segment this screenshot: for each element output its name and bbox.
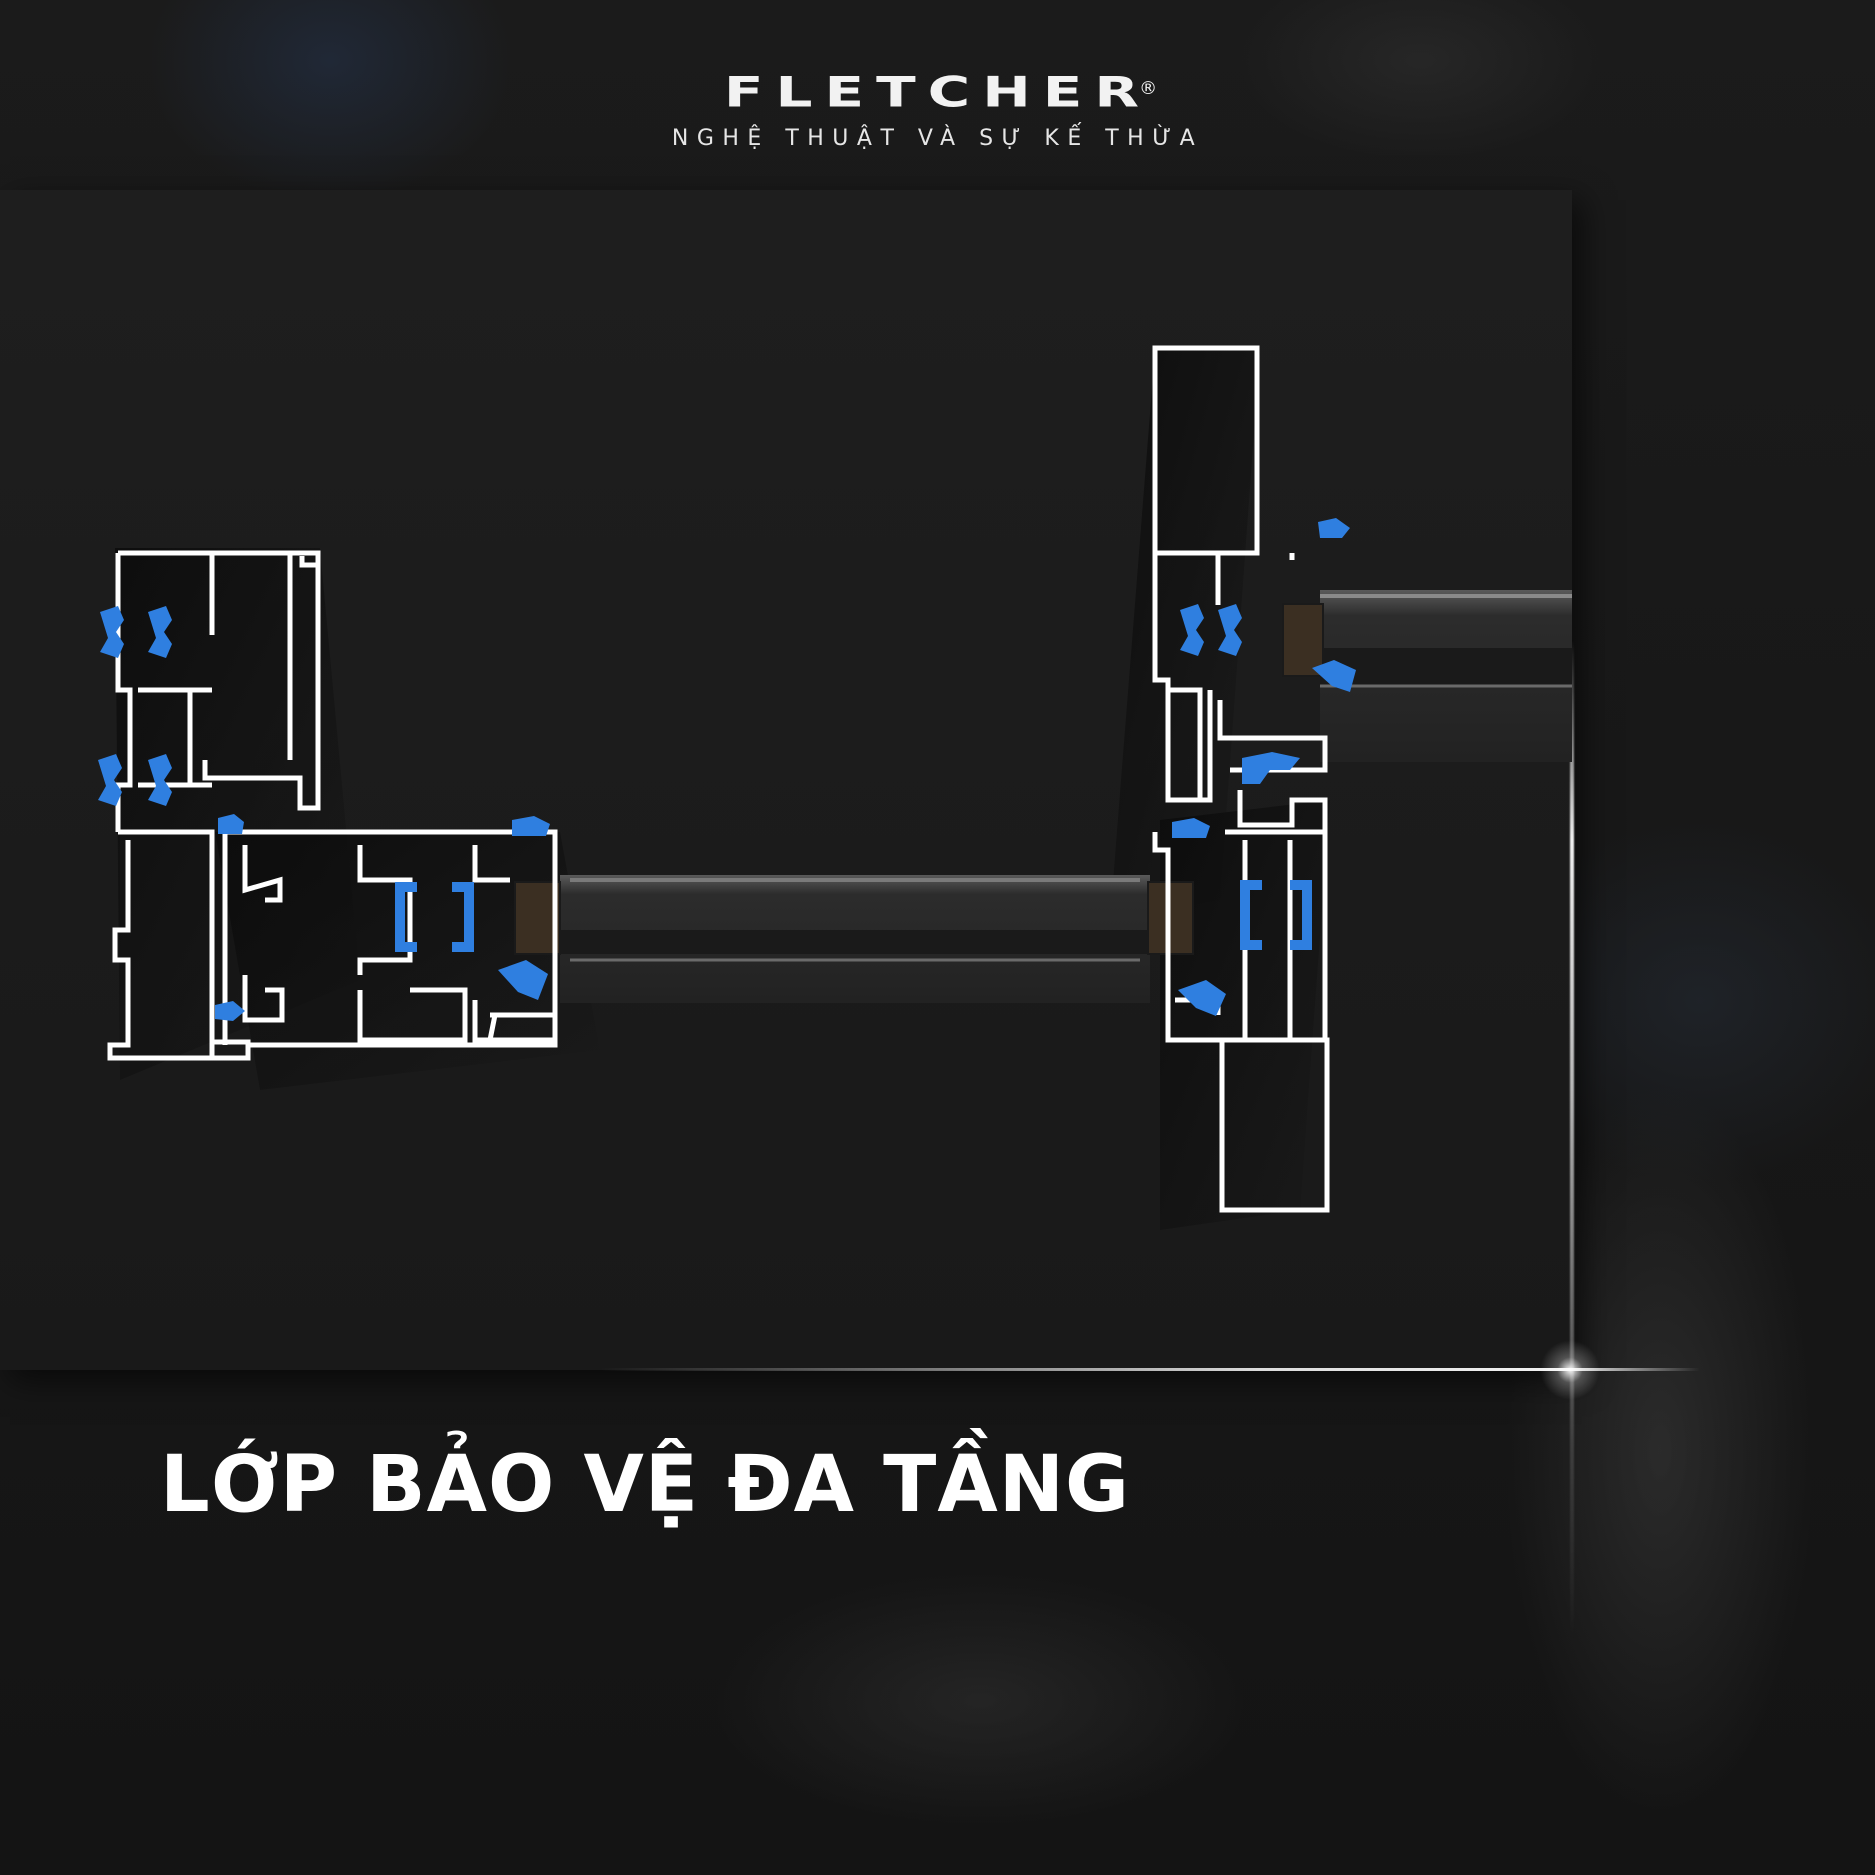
glass-pane-right-gap [1320,648,1572,686]
brand-logo: FLETCHER® [723,67,1157,117]
light-flare [1540,1340,1600,1400]
left-frame-profile [107,550,558,1061]
registered-mark: ® [1139,78,1170,100]
panel-edge-glow-bottom [600,1368,1700,1371]
glass-pane-center-gap [560,930,1150,954]
glass-panes [560,590,1572,1003]
brand-header: FLETCHER® NGHỆ THUẬT VÀ SỰ KẾ THỪA [0,60,1875,151]
gasket-seal-icon [98,518,1356,1021]
brand-name: FLETCHER [723,67,1152,117]
panel-edge-glow-right [1570,640,1574,1640]
gasket-seals [98,518,1356,1021]
extrusion-shadows [115,350,1330,1230]
brand-tagline: NGHỆ THUẬT VÀ SỰ KẾ THỪA [671,126,1204,151]
page-headline: LỚP BẢO VỆ ĐA TẦNG [160,1440,1130,1530]
